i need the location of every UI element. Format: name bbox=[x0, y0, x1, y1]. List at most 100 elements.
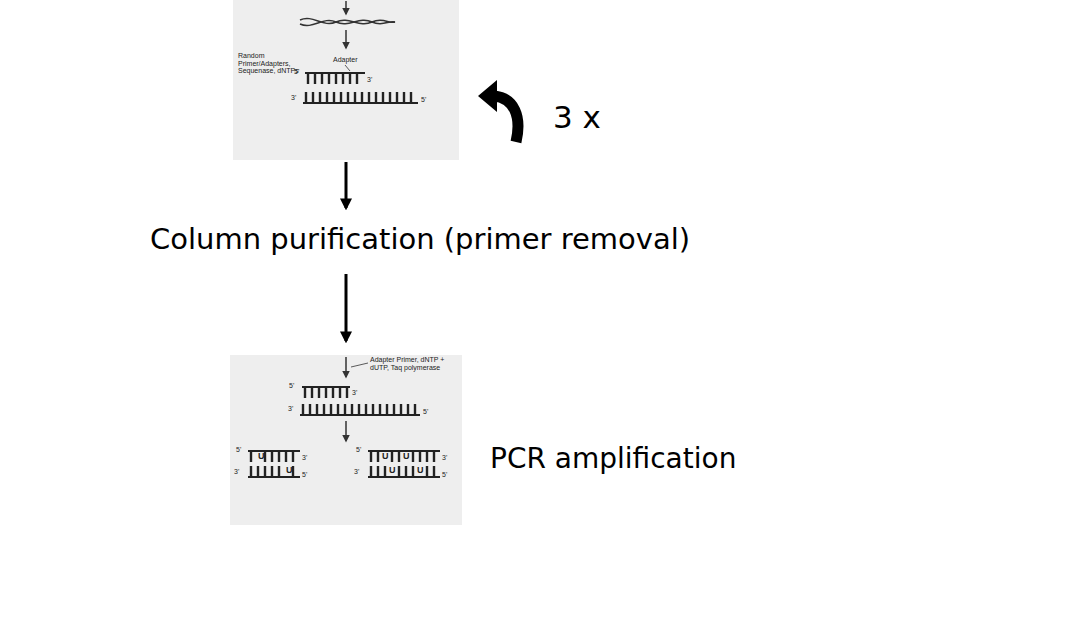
base-tick bbox=[372, 404, 374, 415]
base-tick bbox=[318, 387, 320, 398]
flow-arrow bbox=[345, 162, 348, 208]
base-tick bbox=[377, 451, 379, 462]
strand-end: 3' bbox=[354, 468, 359, 476]
base-tick bbox=[393, 404, 395, 415]
base-tick bbox=[379, 404, 381, 415]
base-tick bbox=[344, 404, 346, 415]
strand-end: 5' bbox=[236, 446, 241, 454]
leader-line bbox=[351, 363, 368, 367]
base-tick bbox=[271, 451, 273, 462]
base-tick bbox=[405, 466, 407, 477]
base-tick bbox=[347, 92, 349, 103]
base-tick bbox=[264, 466, 266, 477]
small-arrow bbox=[345, 421, 347, 441]
strand-end: 5' bbox=[423, 408, 428, 416]
strand-end: 5' bbox=[294, 68, 299, 76]
base-tick bbox=[309, 404, 311, 415]
base-tick bbox=[328, 73, 330, 84]
base-tick bbox=[377, 466, 379, 477]
base-tick bbox=[382, 92, 384, 103]
base-tick bbox=[349, 73, 351, 84]
step-label: PCR amplification bbox=[490, 444, 736, 475]
base-tick bbox=[351, 404, 353, 415]
strand-end: 3' bbox=[302, 454, 307, 462]
base-tick bbox=[257, 466, 259, 477]
base-tick bbox=[426, 451, 428, 462]
base-tick bbox=[305, 92, 307, 103]
base-tick bbox=[396, 92, 398, 103]
base-tick bbox=[398, 466, 400, 477]
repeat-arrow bbox=[494, 96, 518, 142]
base-tick bbox=[354, 92, 356, 103]
reagent-label: Adapter Primer, dNTP + dUTP, Taq polymer… bbox=[370, 356, 448, 371]
base-tick bbox=[250, 466, 252, 477]
leader-line bbox=[345, 65, 350, 71]
repeat-arrow-head bbox=[478, 80, 497, 112]
small-arrow bbox=[345, 30, 347, 48]
reagent-label: Adapter bbox=[333, 56, 358, 64]
base-tick bbox=[433, 451, 435, 462]
base-tick bbox=[426, 466, 428, 477]
base-tick bbox=[433, 466, 435, 477]
base-tick bbox=[311, 387, 313, 398]
top-illustration bbox=[300, 1, 418, 103]
base-tick bbox=[335, 73, 337, 84]
strand-end: 5' bbox=[356, 446, 361, 454]
base-tick bbox=[304, 387, 306, 398]
base-letter: U bbox=[382, 452, 389, 462]
image-panel bbox=[230, 355, 462, 525]
base-tick bbox=[330, 404, 332, 415]
base-tick bbox=[285, 451, 287, 462]
strand-end: 3' bbox=[291, 94, 296, 102]
small-arrow bbox=[345, 357, 347, 377]
base-tick bbox=[250, 451, 252, 462]
base-tick bbox=[323, 404, 325, 415]
strand-end: 5' bbox=[442, 471, 447, 479]
base-tick bbox=[333, 92, 335, 103]
base-tick bbox=[358, 404, 360, 415]
base-tick bbox=[325, 387, 327, 398]
image-panel: Random Primer/Adapters, Sequenase, dNTPs… bbox=[233, 0, 459, 160]
base-tick bbox=[391, 451, 393, 462]
base-tick bbox=[407, 404, 409, 415]
base-tick bbox=[278, 451, 280, 462]
base-tick bbox=[278, 466, 280, 477]
bottom-illustration bbox=[248, 357, 440, 477]
base-tick bbox=[384, 466, 386, 477]
base-tick bbox=[414, 404, 416, 415]
base-tick bbox=[342, 73, 344, 84]
base-tick bbox=[365, 404, 367, 415]
image-panel: Adapter Primer, dNTP + dUTP, Taq polymer… bbox=[230, 355, 462, 525]
reagent-label: Random Primer/Adapters, Sequenase, dNTPs bbox=[238, 52, 300, 75]
base-tick bbox=[326, 92, 328, 103]
base-tick bbox=[386, 404, 388, 415]
small-arrow bbox=[345, 1, 347, 14]
step-label: Column purification (primer removal) bbox=[150, 224, 690, 256]
base-tick bbox=[292, 451, 294, 462]
base-tick bbox=[271, 466, 273, 477]
base-tick bbox=[316, 404, 318, 415]
base-tick bbox=[321, 73, 323, 84]
base-letter: U bbox=[417, 466, 424, 476]
strand-end: 3' bbox=[288, 405, 293, 413]
flow-arrow bbox=[345, 274, 348, 341]
base-tick bbox=[337, 404, 339, 415]
base-tick bbox=[361, 92, 363, 103]
base-letter: U bbox=[389, 466, 396, 476]
repeat-count: 3 x bbox=[553, 100, 601, 134]
base-tick bbox=[389, 92, 391, 103]
base-tick bbox=[412, 466, 414, 477]
base-tick bbox=[346, 387, 348, 398]
image-panel bbox=[233, 0, 459, 160]
base-letter: U bbox=[258, 452, 265, 462]
dna-fragment bbox=[300, 20, 395, 25]
base-tick bbox=[307, 73, 309, 84]
strand-end: 3' bbox=[367, 76, 372, 84]
base-tick bbox=[375, 92, 377, 103]
base-tick bbox=[339, 387, 341, 398]
base-tick bbox=[368, 92, 370, 103]
strand-end: 3' bbox=[442, 454, 447, 462]
base-tick bbox=[302, 404, 304, 415]
